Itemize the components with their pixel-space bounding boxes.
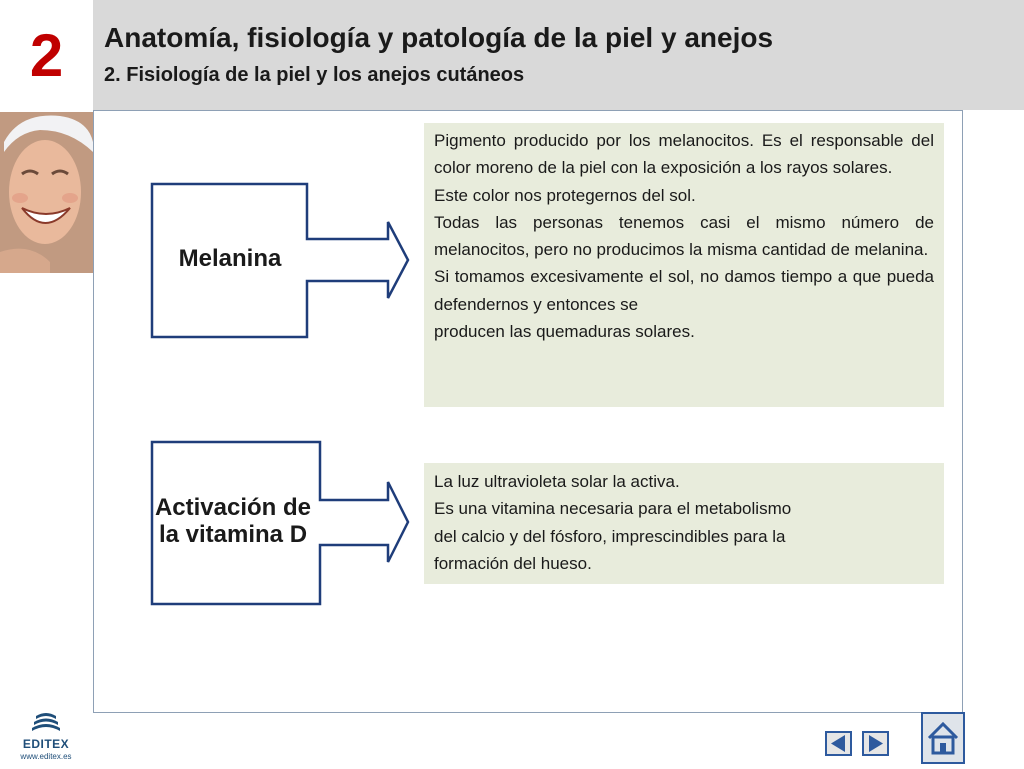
previous-button[interactable] [825, 731, 852, 756]
page-title: Anatomía, fisiología y patología de la p… [104, 22, 774, 53]
vitamina-d-label-line1: Activación de [154, 494, 312, 521]
editex-name: EDITEX [22, 737, 70, 751]
melanina-paragraph: producen las quemaduras solares. [434, 322, 695, 342]
editex-logo: EDITEX www.editex.es [14, 710, 78, 761]
right-triangle-icon [862, 731, 889, 756]
vitamina-arrow-shape [150, 440, 410, 606]
melanina-paragraph: Todas las personas tenemos casi el mismo… [434, 212, 934, 260]
melanina-arrow-shape [150, 182, 410, 339]
home-button[interactable] [921, 712, 965, 764]
next-button[interactable] [862, 731, 889, 756]
woman-photo [0, 112, 93, 273]
vitamina-d-paragraph: Es una vitamina necesaria para el metabo… [434, 499, 792, 519]
editex-url: www.editex.es [20, 752, 72, 761]
chapter-number: 2 [29, 21, 64, 89]
vitamina-d-paragraph: del calcio y del fósforo, imprescindible… [434, 526, 786, 546]
header-bar [93, 0, 1024, 110]
left-triangle-icon [825, 731, 852, 756]
editex-logo-icon [32, 713, 60, 731]
home-icon [921, 712, 965, 764]
page-subtitle: 2. Fisiología de la piel y los anejos cu… [104, 64, 525, 86]
melanina-paragraph: Si tomamos excesivamente el sol, no damo… [434, 267, 934, 314]
vitamina-d-description: La luz ultravioleta solar la activa. Es … [424, 463, 944, 584]
melanina-paragraph: Este color nos protegernos del sol. [434, 185, 696, 205]
vitamina-d-paragraph: La luz ultravioleta solar la activa. [434, 472, 680, 491]
vitamina-d-paragraph: formación del hueso. [434, 553, 592, 573]
vitamina-d-label-line2: la vitamina D [158, 521, 308, 548]
melanina-label: Melanina [178, 245, 282, 272]
melanina-paragraph: Pigmento producido por los melanocitos. … [434, 131, 934, 178]
melanina-description: Pigmento producido por los melanocitos. … [424, 123, 944, 407]
